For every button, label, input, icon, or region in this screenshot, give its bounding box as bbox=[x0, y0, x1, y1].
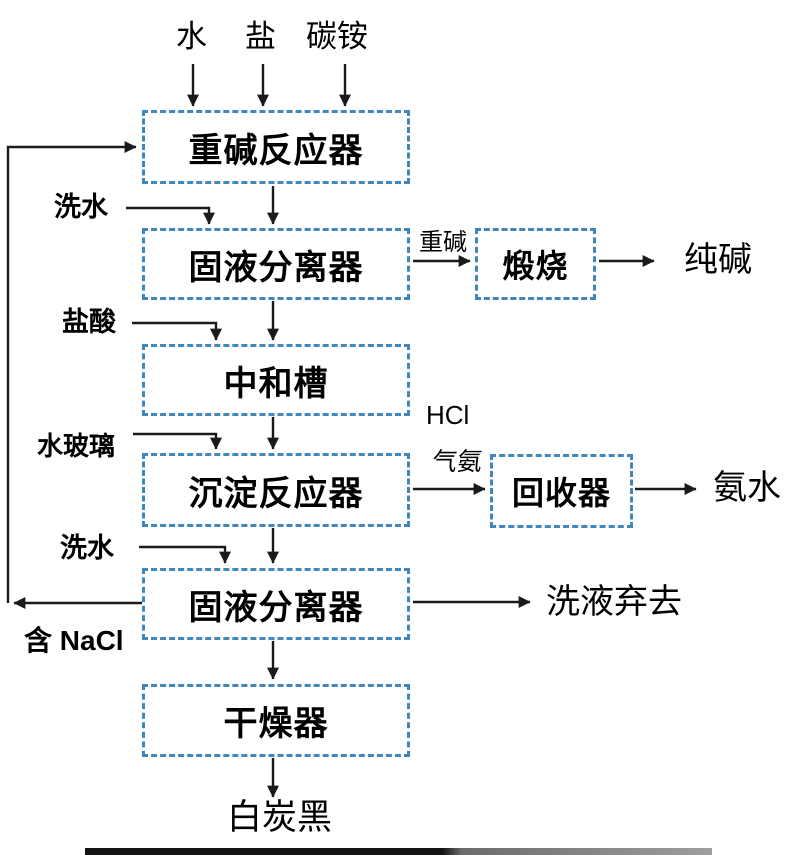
recycle-feedback-line bbox=[6, 141, 137, 603]
input-label-ammonium-bicarbonate: 碳铵 bbox=[306, 19, 368, 54]
node-dryer: 干燥器 bbox=[142, 684, 410, 757]
stream-label-hcl: HCl bbox=[426, 400, 470, 430]
stream-label-ammonia-gas: 气氨 bbox=[430, 448, 485, 476]
node-label: 中和槽 bbox=[223, 364, 329, 403]
node-calciner: 煅烧 bbox=[475, 228, 596, 300]
node-label: 重碱反应器 bbox=[188, 131, 364, 170]
output-label-ammonia-water: 氨水 bbox=[713, 469, 781, 507]
node-label: 固液分离器 bbox=[188, 248, 364, 287]
input-label-water-glass: 水玻璃 bbox=[37, 431, 116, 461]
input-label-hydrochloric-acid: 盐酸 bbox=[62, 307, 116, 337]
node-neutralization-tank: 中和槽 bbox=[142, 344, 410, 416]
node-label: 干燥器 bbox=[223, 705, 329, 743]
arrow-wash2-in bbox=[139, 545, 231, 564]
node-precipitation-reactor: 沉淀反应器 bbox=[142, 453, 410, 527]
node-label: 回收器 bbox=[511, 475, 611, 511]
arrow-waterglass-in bbox=[133, 432, 222, 450]
node-heavy-alkali-reactor: 重碱反应器 bbox=[142, 110, 410, 184]
arrow-acid-in bbox=[132, 321, 222, 341]
arrow-wash1-in bbox=[126, 206, 215, 225]
node-label: 煅烧 bbox=[502, 248, 569, 284]
output-label-soda-ash: 纯碱 bbox=[684, 241, 752, 279]
node-label: 沉淀反应器 bbox=[188, 474, 364, 513]
input-label-wash-water-2: 洗水 bbox=[60, 533, 114, 563]
cropped-bottom-strip bbox=[85, 848, 712, 855]
node-solid-liquid-separator-2: 固液分离器 bbox=[142, 568, 410, 640]
stream-label-contains-nacl: 含 NaCl bbox=[24, 625, 124, 656]
input-label-salt: 盐 bbox=[245, 19, 276, 54]
node-solid-liquid-separator-1: 固液分离器 bbox=[142, 228, 410, 300]
stream-label-heavy-alkali: 重碱 bbox=[419, 229, 467, 256]
node-recovery-unit: 回收器 bbox=[490, 454, 633, 528]
output-label-waste-wash-liquid: 洗液弃去 bbox=[546, 583, 682, 621]
input-label-wash-water-1: 洗水 bbox=[54, 192, 108, 222]
output-label-white-carbon-black: 白炭黑 bbox=[227, 798, 333, 837]
node-label: 固液分离器 bbox=[188, 588, 364, 627]
input-label-water: 水 bbox=[176, 19, 207, 54]
